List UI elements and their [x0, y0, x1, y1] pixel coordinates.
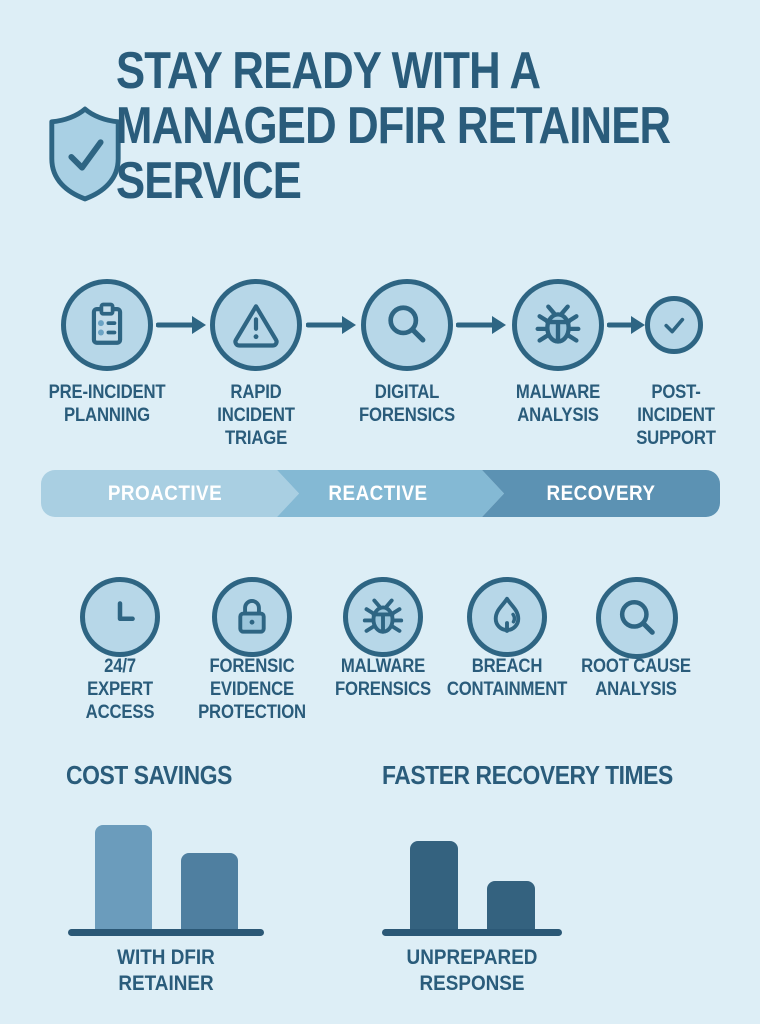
flow-step-label: MALWARE ANALYSIS: [515, 382, 601, 426]
banner-label-reactive: REACTIVE: [328, 482, 428, 505]
flow-step-rapid-incident-triage: [210, 279, 302, 371]
flow-arrow-icon: [607, 316, 645, 334]
flow-arrow-icon: [306, 316, 356, 334]
page-title: STAY READY WITH A MANAGED DFIR RETAINER …: [116, 42, 671, 210]
chart-title-faster-recovery: FASTER RECOVERY TIMES: [382, 760, 673, 790]
clipboard-checklist-icon: [91, 302, 123, 345]
faster-recovery-group-label: UNPREPARED RESPONSE: [406, 946, 538, 995]
flow-step-malware-analysis: [512, 279, 604, 371]
bug-icon: [362, 598, 404, 634]
feature-malware-forensics: [343, 577, 423, 657]
flow-arrow-icon: [156, 316, 206, 334]
page-title-line2: MANAGED DFIR RETAINER: [116, 97, 671, 155]
padlock-icon: [238, 599, 266, 634]
check-icon: [664, 317, 685, 334]
feature-24-7-expert-access: [80, 577, 160, 657]
bug-icon: [535, 304, 581, 344]
clock-icon: [117, 601, 135, 622]
flame-icon: [493, 596, 521, 633]
feature-forensic-evidence-protection: [212, 577, 292, 657]
flow-arrow-icon: [456, 316, 506, 334]
feature-breach-containment: [467, 577, 547, 657]
flow-step-post-incident-support: [645, 296, 703, 354]
page-title-line1: STAY READY WITH A: [116, 42, 541, 100]
feature-label: ROOT CAUSE ANALYSIS: [581, 656, 691, 700]
cost-savings-group-label: WITH DFIR RETAINER: [117, 946, 215, 995]
shield-check-icon: [44, 104, 126, 204]
cost-savings-chart: [68, 820, 264, 931]
magnifier-icon: [619, 600, 655, 635]
cost-savings-bar-2: [181, 853, 238, 931]
banner-segment-reactive: [277, 470, 504, 517]
faster-recovery-bar-2: [487, 881, 535, 931]
cost-savings-axis-baseline: [68, 929, 264, 936]
banner-label-proactive: PROACTIVE: [107, 482, 223, 505]
flow-step-label: DIGITAL FORENSICS: [359, 382, 455, 426]
feature-label: FORENSIC EVIDENCE PROTECTION: [198, 656, 306, 723]
feature-label: BREACH CONTAINMENT: [446, 656, 568, 700]
faster-recovery-bar-1: [410, 841, 458, 931]
phase-banner: PROACTIVE REACTIVE RECOVERY: [41, 470, 720, 517]
faster-recovery-axis-baseline: [382, 929, 562, 936]
feature-root-cause-analysis: [596, 577, 678, 659]
chart-title-cost-savings: COST SAVINGS: [66, 760, 232, 790]
banner-segment-recovery: [482, 470, 720, 517]
magnifier-icon: [388, 305, 426, 343]
page-title-line3: SERVICE: [116, 152, 302, 210]
flow-step-pre-incident-planning: [61, 279, 153, 371]
flow-step-label: PRE-INCIDENT PLANNING: [48, 382, 166, 426]
cost-savings-bar-1: [95, 825, 152, 931]
warning-triangle-icon: [233, 304, 279, 348]
flow-step-label: POST- INCIDENT SUPPORT: [636, 382, 716, 449]
feature-label: MALWARE FORENSICS: [335, 656, 431, 700]
flow-step-digital-forensics: [361, 279, 453, 371]
banner-segment-proactive: [41, 470, 299, 517]
flow-step-label: RAPID INCIDENT TRIAGE: [217, 382, 295, 449]
faster-recovery-chart: [382, 835, 562, 931]
feature-label: 24/7 EXPERT ACCESS: [85, 656, 155, 723]
banner-label-recovery: RECOVERY: [546, 482, 656, 505]
